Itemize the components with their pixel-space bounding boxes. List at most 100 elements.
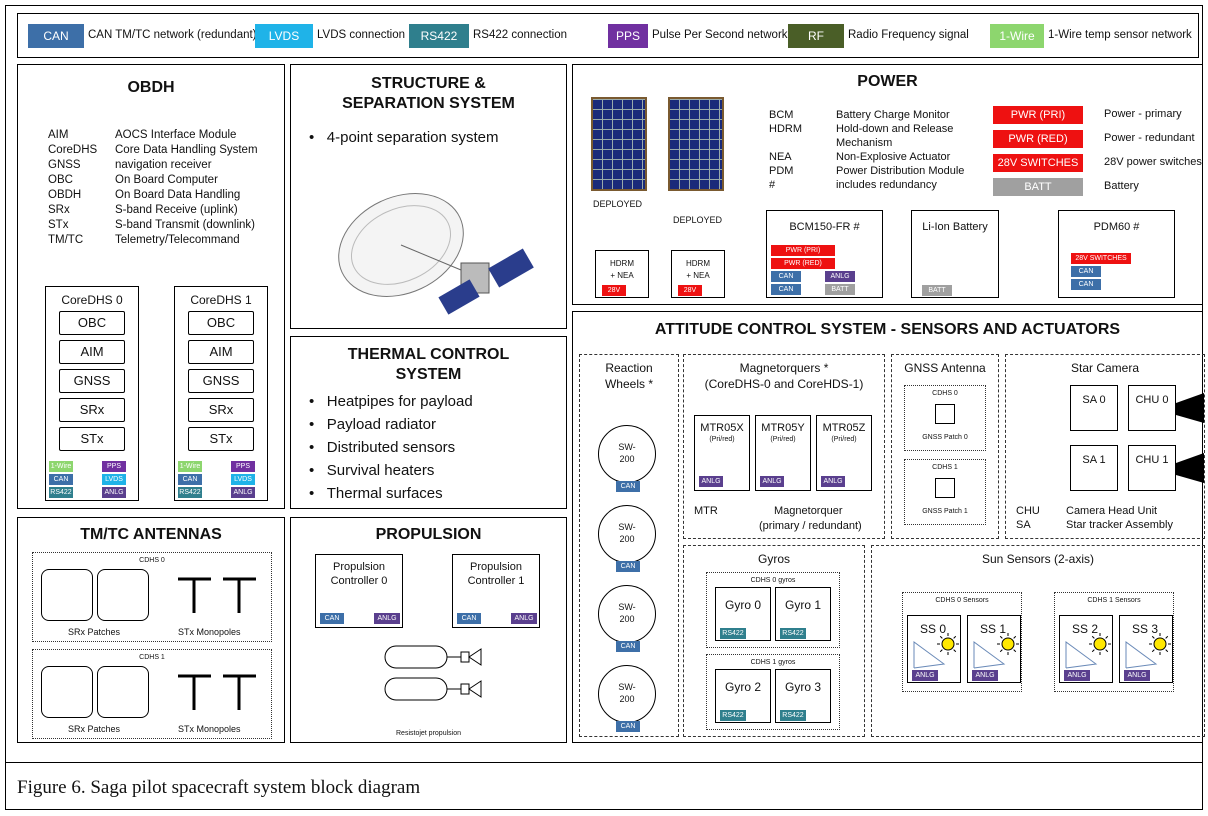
tag-anlg: ANLG [231,487,255,498]
mtr-sub: (Pri/red) [831,436,857,443]
power-key-tag: 28V SWITCHES [993,154,1083,172]
abbrev-value: Battery Charge Monitor [836,109,950,121]
group-label: CDHS 1 gyros [750,659,796,666]
srx-patch-icon [97,666,149,718]
module-gnss: GNSS [188,369,254,393]
legend-tag-can: CAN [28,24,84,48]
acs-panel: ATTITUDE CONTROL SYSTEM - SENSORS AND AC… [572,311,1205,743]
thermal-title-1: THERMAL CONTROL [347,346,510,363]
solar-panel-left [591,97,647,191]
tag-anlg: ANLG [699,476,723,487]
abbrev-value: includes redundancy [836,179,937,191]
sun-icon [1125,633,1171,669]
module-obc: OBC [59,311,125,335]
tag-can: CAN [616,561,640,572]
pdm-box: PDM60 # 28V SWITCHES CAN CAN [1058,210,1175,298]
magnetorquer-1: MTR05Y(Pri/red)ANLG [755,415,811,491]
legend-tag-wire: 1-Wire [990,24,1044,48]
sw-label: 200 [619,694,635,704]
tag-anlg: ANLG [912,670,938,681]
tag-can: CAN [616,641,640,652]
abbrev-key: NEA [769,151,792,163]
power-title: POWER [857,73,918,90]
sun-icon [1065,633,1111,669]
group-label: CDHS 1 Sensors [1087,597,1141,604]
propulsion-panel: PROPULSION Propulsion Controller 0 CAN A… [290,517,567,743]
abbrev-value: Telemetry/Telecommand [115,234,240,246]
tag-28v: 28V [602,285,626,296]
figure-caption: Figure 6. Saga pilot spacecraft system b… [17,777,421,798]
thermal-bullet: • Thermal surfaces [309,485,443,502]
abbrev-value: On Board Data Handling [115,189,241,201]
solar-panel-right [668,97,724,191]
propulsion-controller-0: Propulsion Controller 0 CAN ANLG [315,554,403,628]
mtr-sub: (Pri/red) [770,436,796,443]
tag-can: CAN [616,481,640,492]
thermal-bullet: • Survival heaters [309,462,435,479]
abbrev-key: PDM [769,165,794,177]
thermal-bullet: • Payload radiator [309,416,436,433]
legend-text-pps: Pulse Per Second network [652,29,788,41]
tag-anlg: ANLG [1064,670,1090,681]
module-obc: OBC [188,311,254,335]
tag-rs422: RS422 [780,628,806,639]
gnss-patch-1-group: CDHS 1 GNSS Patch 1 [904,459,986,525]
group-label: CDHS 0 Sensors [935,597,989,604]
power-key-tag: PWR (PRI) [993,106,1083,124]
tag-rs422: RS422 [720,710,746,721]
abbrev-key: OBC [48,174,73,186]
battery-box: Li-Ion Battery BATT [911,210,999,298]
propulsion-caption: Resistojet propulsion [396,730,461,737]
abbrev-key: TM/TC [48,234,84,246]
hdrm-label: HDRM [686,259,710,268]
tag-rs422: RS422 [720,628,746,639]
magnetorquer-2: MTR05Z(Pri/red)ANLG [816,415,872,491]
abbrev-key: SRx [48,204,70,216]
spacecraft-illustration [338,193,534,315]
tag-pps: PPS [102,461,126,472]
group-label: CDHS 0 gyros [750,577,796,584]
gnss-antenna-group: GNSS Antenna CDHS 0 GNSS Patch 0 CDHS 1 … [891,354,999,539]
camera-baffle-icons [1176,393,1204,483]
reaction-wheel-2: SW-200 [598,585,656,643]
module-srx: SRx [188,398,254,422]
tag-28v: 28V [678,285,702,296]
abbrev-value: S-band Receive (uplink) [115,204,238,216]
tag-can: CAN [616,721,640,732]
sw-label: 200 [619,534,635,544]
reaction-wheel-1: SW-200 [598,505,656,563]
coredhs-title: CoreDHS 0 [61,293,123,307]
gyro-name: Gyro 0 [724,598,761,612]
gyro-0: Gyro 0 RS422 [715,587,771,641]
abbrev-value: S-band Transmit (downlink) [115,219,255,231]
abbrev-value: Power Distribution Module [836,165,965,177]
ss-name: SS 3 [1132,622,1159,636]
power-key-text: 28V power switches [1104,156,1202,168]
legend-tag-lvds: LVDS [255,24,313,48]
abbrev-value: Hold-down and Release [836,123,954,135]
propulsion-controller-1: Propulsion Controller 1 CAN ANLG [452,554,540,628]
module-stx: STx [188,427,254,451]
abbrev-key: GNSS [48,159,81,171]
abbrev-value: Non-Explosive Actuator [836,151,951,163]
abbrev-value: navigation receiver [115,159,212,171]
tag-rs422: RS422 [49,487,73,498]
sun-icon [973,633,1019,669]
ss-name: SS 0 [920,622,947,636]
tag-rs422: RS422 [780,710,806,721]
sw-label: SW- [618,442,636,452]
tag-lvds: LVDS [102,474,126,485]
sw-label: 200 [619,454,635,464]
